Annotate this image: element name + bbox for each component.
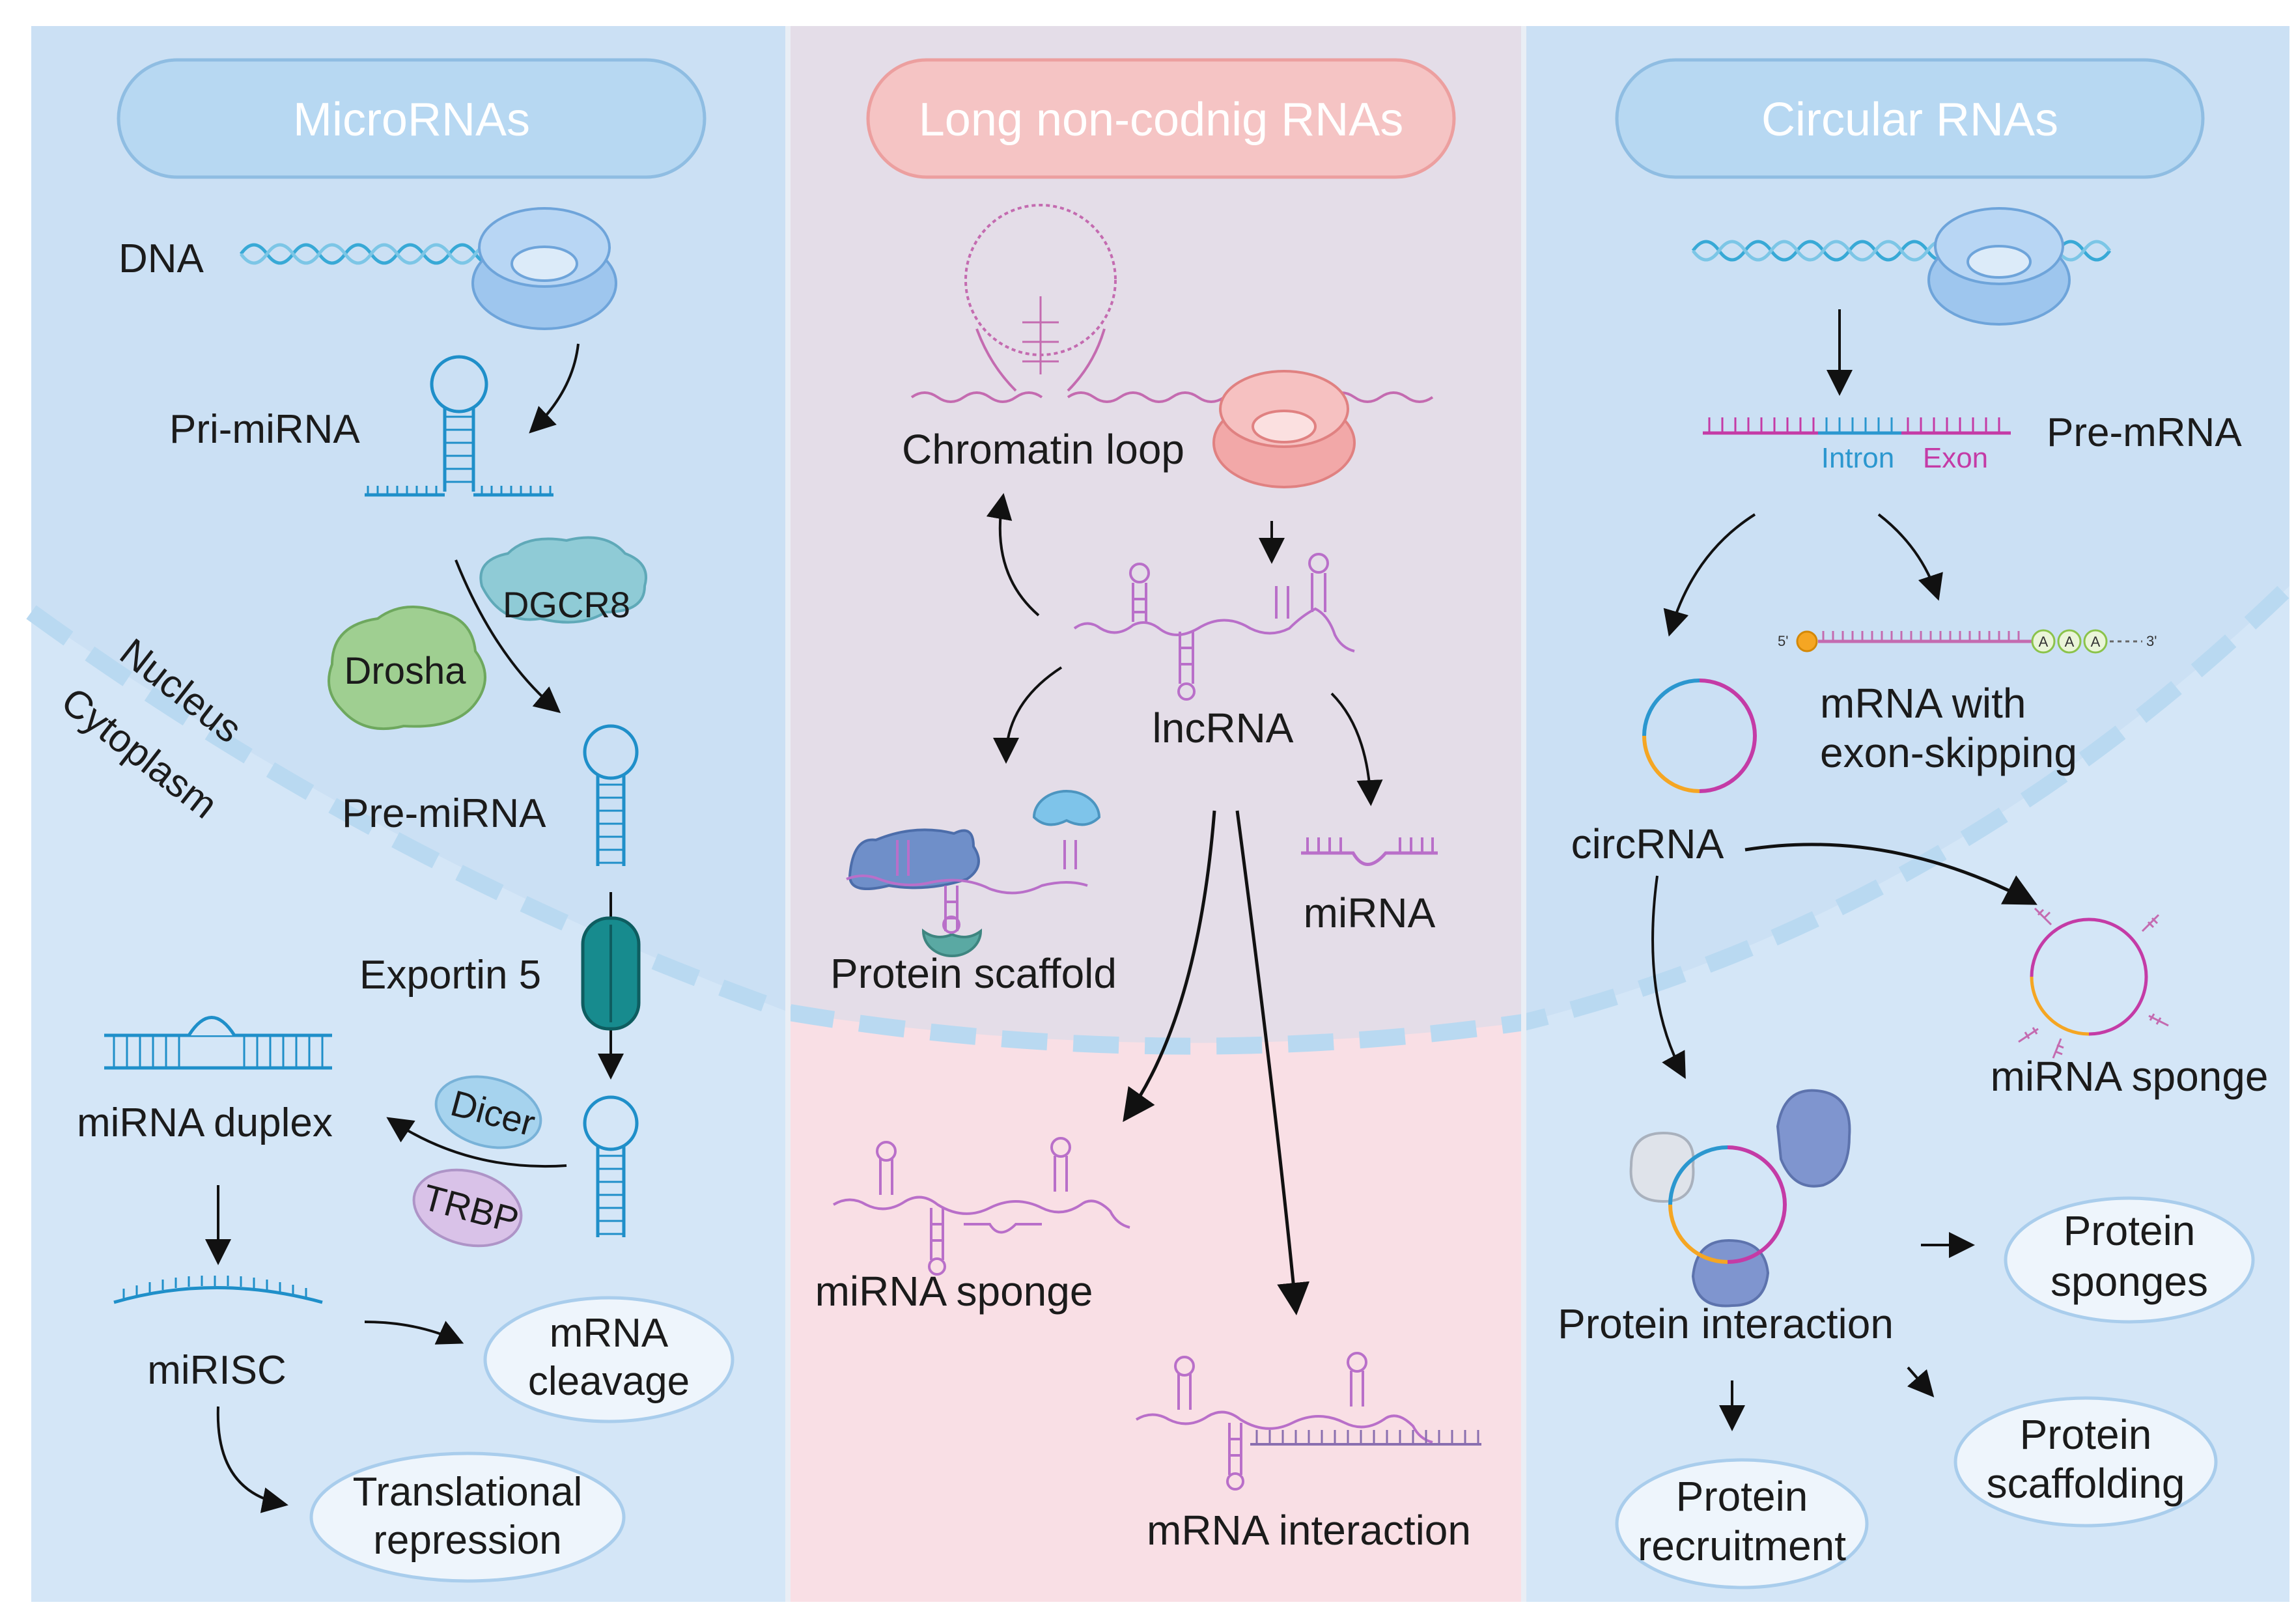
nuclear-envelope [26, 580, 2296, 1055]
title-pill-mirna: MicroRNAs [117, 58, 707, 179]
label-mirna: miRNA [1304, 889, 1436, 936]
arrow [455, 559, 561, 714]
poly-a-3: A [2091, 634, 2101, 650]
dicer-protein-icon: Dicer [434, 1075, 542, 1149]
pre-mirna-hairpin-icon [583, 724, 639, 866]
panel-title-circrna: Circular RNAs [1761, 94, 2058, 146]
label-circrna-mirna-sponge: miRNA sponge [1991, 1053, 2269, 1100]
cytoplasm-hairpin-icon [583, 1095, 639, 1237]
label-mrna-cleavage-1: mRNA [550, 1311, 669, 1356]
arrow [364, 1321, 464, 1345]
outcome-mrna-cleavage: mRNA cleavage [483, 1296, 735, 1423]
circrna-icon [1642, 679, 1757, 793]
lncrna-molecule-icon [1073, 553, 1355, 701]
label-dna: DNA [119, 236, 204, 281]
label-protein-scaffold: Protein scaffold [830, 950, 1117, 997]
protein-scaffold-icon [846, 790, 1101, 957]
arrow [986, 493, 1040, 617]
label-protein-sponges-2: sponges [2051, 1258, 2208, 1305]
label-five-prime: 5' [1778, 633, 1788, 649]
label-protein-recruitment-2: recruitment [1638, 1522, 1846, 1569]
label-mrna-interaction: mRNA interaction [1147, 1507, 1471, 1554]
label-mirna-duplex: miRNA duplex [77, 1100, 333, 1145]
label-lncrna: lncRNA [1153, 705, 1294, 751]
arrow [993, 666, 1063, 764]
arrow [529, 343, 580, 434]
spliced-mrna-icon: 5' A A A 3' [1778, 629, 2157, 654]
arrow [1663, 513, 1756, 637]
label-protein-scaffolding-1: Protein [2020, 1411, 2152, 1458]
label-exon: Exon [1923, 442, 1988, 474]
outcome-protein-scaffolding: Protein scaffolding [1953, 1396, 2218, 1528]
mirna-duplex-icon [104, 1016, 332, 1070]
arrow [1235, 810, 1310, 1315]
circrna-mirna-sponge-icon [2018, 907, 2169, 1059]
drosha-protein-icon: Drosha [328, 606, 486, 731]
arrow [1651, 875, 1686, 1080]
label-protein-scaffolding-2: scaffolding [1987, 1460, 2185, 1507]
title-pill-lncrna: Long non-codnig RNAs [866, 58, 1456, 179]
outcome-protein-recruitment: Protein recruitment [1615, 1458, 1869, 1589]
label-pri-mirna: Pri-miRNA [169, 407, 360, 452]
pri-mirna-hairpin-icon [365, 355, 553, 497]
arrow [1744, 843, 2037, 905]
mirna-fragment-icon [1301, 837, 1438, 866]
dgcr8-protein-icon: DGCR8 [479, 536, 647, 625]
label-protein-interaction: Protein interaction [1558, 1300, 1894, 1347]
protein-interaction-icon [1629, 1089, 1851, 1308]
polymerase-icon [1927, 207, 2071, 326]
polymerase-icon [471, 207, 617, 330]
exportin-5-icon [581, 916, 641, 1031]
panel-title-lncrna: Long non-codnig RNAs [919, 94, 1403, 146]
label-circrna: circRNA [1571, 820, 1724, 867]
label-pre-mirna: Pre-miRNA [342, 791, 546, 836]
polymerase-icon [1212, 370, 1356, 488]
arrow [216, 1406, 288, 1513]
trbp-protein-icon: TRBP [412, 1168, 523, 1248]
poly-a-2: A [2065, 634, 2075, 650]
label-translational-repression-1: Translational [353, 1470, 583, 1515]
outcome-translational-repression: Translational repression [309, 1451, 626, 1583]
lncrna-mirna-sponge-icon [832, 1137, 1130, 1276]
label-exportin-5: Exportin 5 [359, 953, 541, 998]
label-protein-sponges-1: Protein [2064, 1207, 2196, 1254]
mrna-interaction-icon [1135, 1352, 1481, 1491]
outcome-protein-sponges: Protein sponges [2004, 1196, 2255, 1324]
title-pill-circrna: Circular RNAs [1615, 58, 2205, 179]
arrow [386, 1117, 567, 1168]
label-translational-repression-2: repression [373, 1518, 561, 1563]
label-lncrna-mirna-sponge: miRNA sponge [815, 1268, 1093, 1315]
panel-divider [1521, 26, 1526, 1602]
arrow [1330, 692, 1383, 806]
label-pre-mrna: Pre-mRNA [2047, 410, 2242, 455]
label-exon-skipping-2: exon-skipping [1820, 729, 2077, 776]
panel-title-mirna: MicroRNAs [293, 94, 530, 146]
panel-divider [785, 26, 791, 1602]
label-drosha: Drosha [344, 650, 467, 692]
label-protein-recruitment-1: Protein [1676, 1473, 1808, 1520]
mirisc-icon [113, 1276, 323, 1304]
label-intron: Intron [1821, 442, 1895, 474]
label-chromatin-loop: Chromatin loop [902, 426, 1184, 473]
label-mirisc: miRISC [147, 1348, 287, 1393]
label-mrna-cleavage-2: cleavage [528, 1359, 690, 1404]
label-dgcr8: DGCR8 [503, 584, 630, 625]
arrow [1123, 810, 1216, 1123]
poly-a-1: A [2039, 634, 2049, 650]
arrow [1877, 513, 1943, 601]
label-three-prime: 3' [2146, 633, 2157, 649]
label-exon-skipping-1: mRNA with [1820, 680, 2026, 727]
arrow [1907, 1366, 1935, 1398]
pre-mrna-icon [1703, 417, 2011, 435]
